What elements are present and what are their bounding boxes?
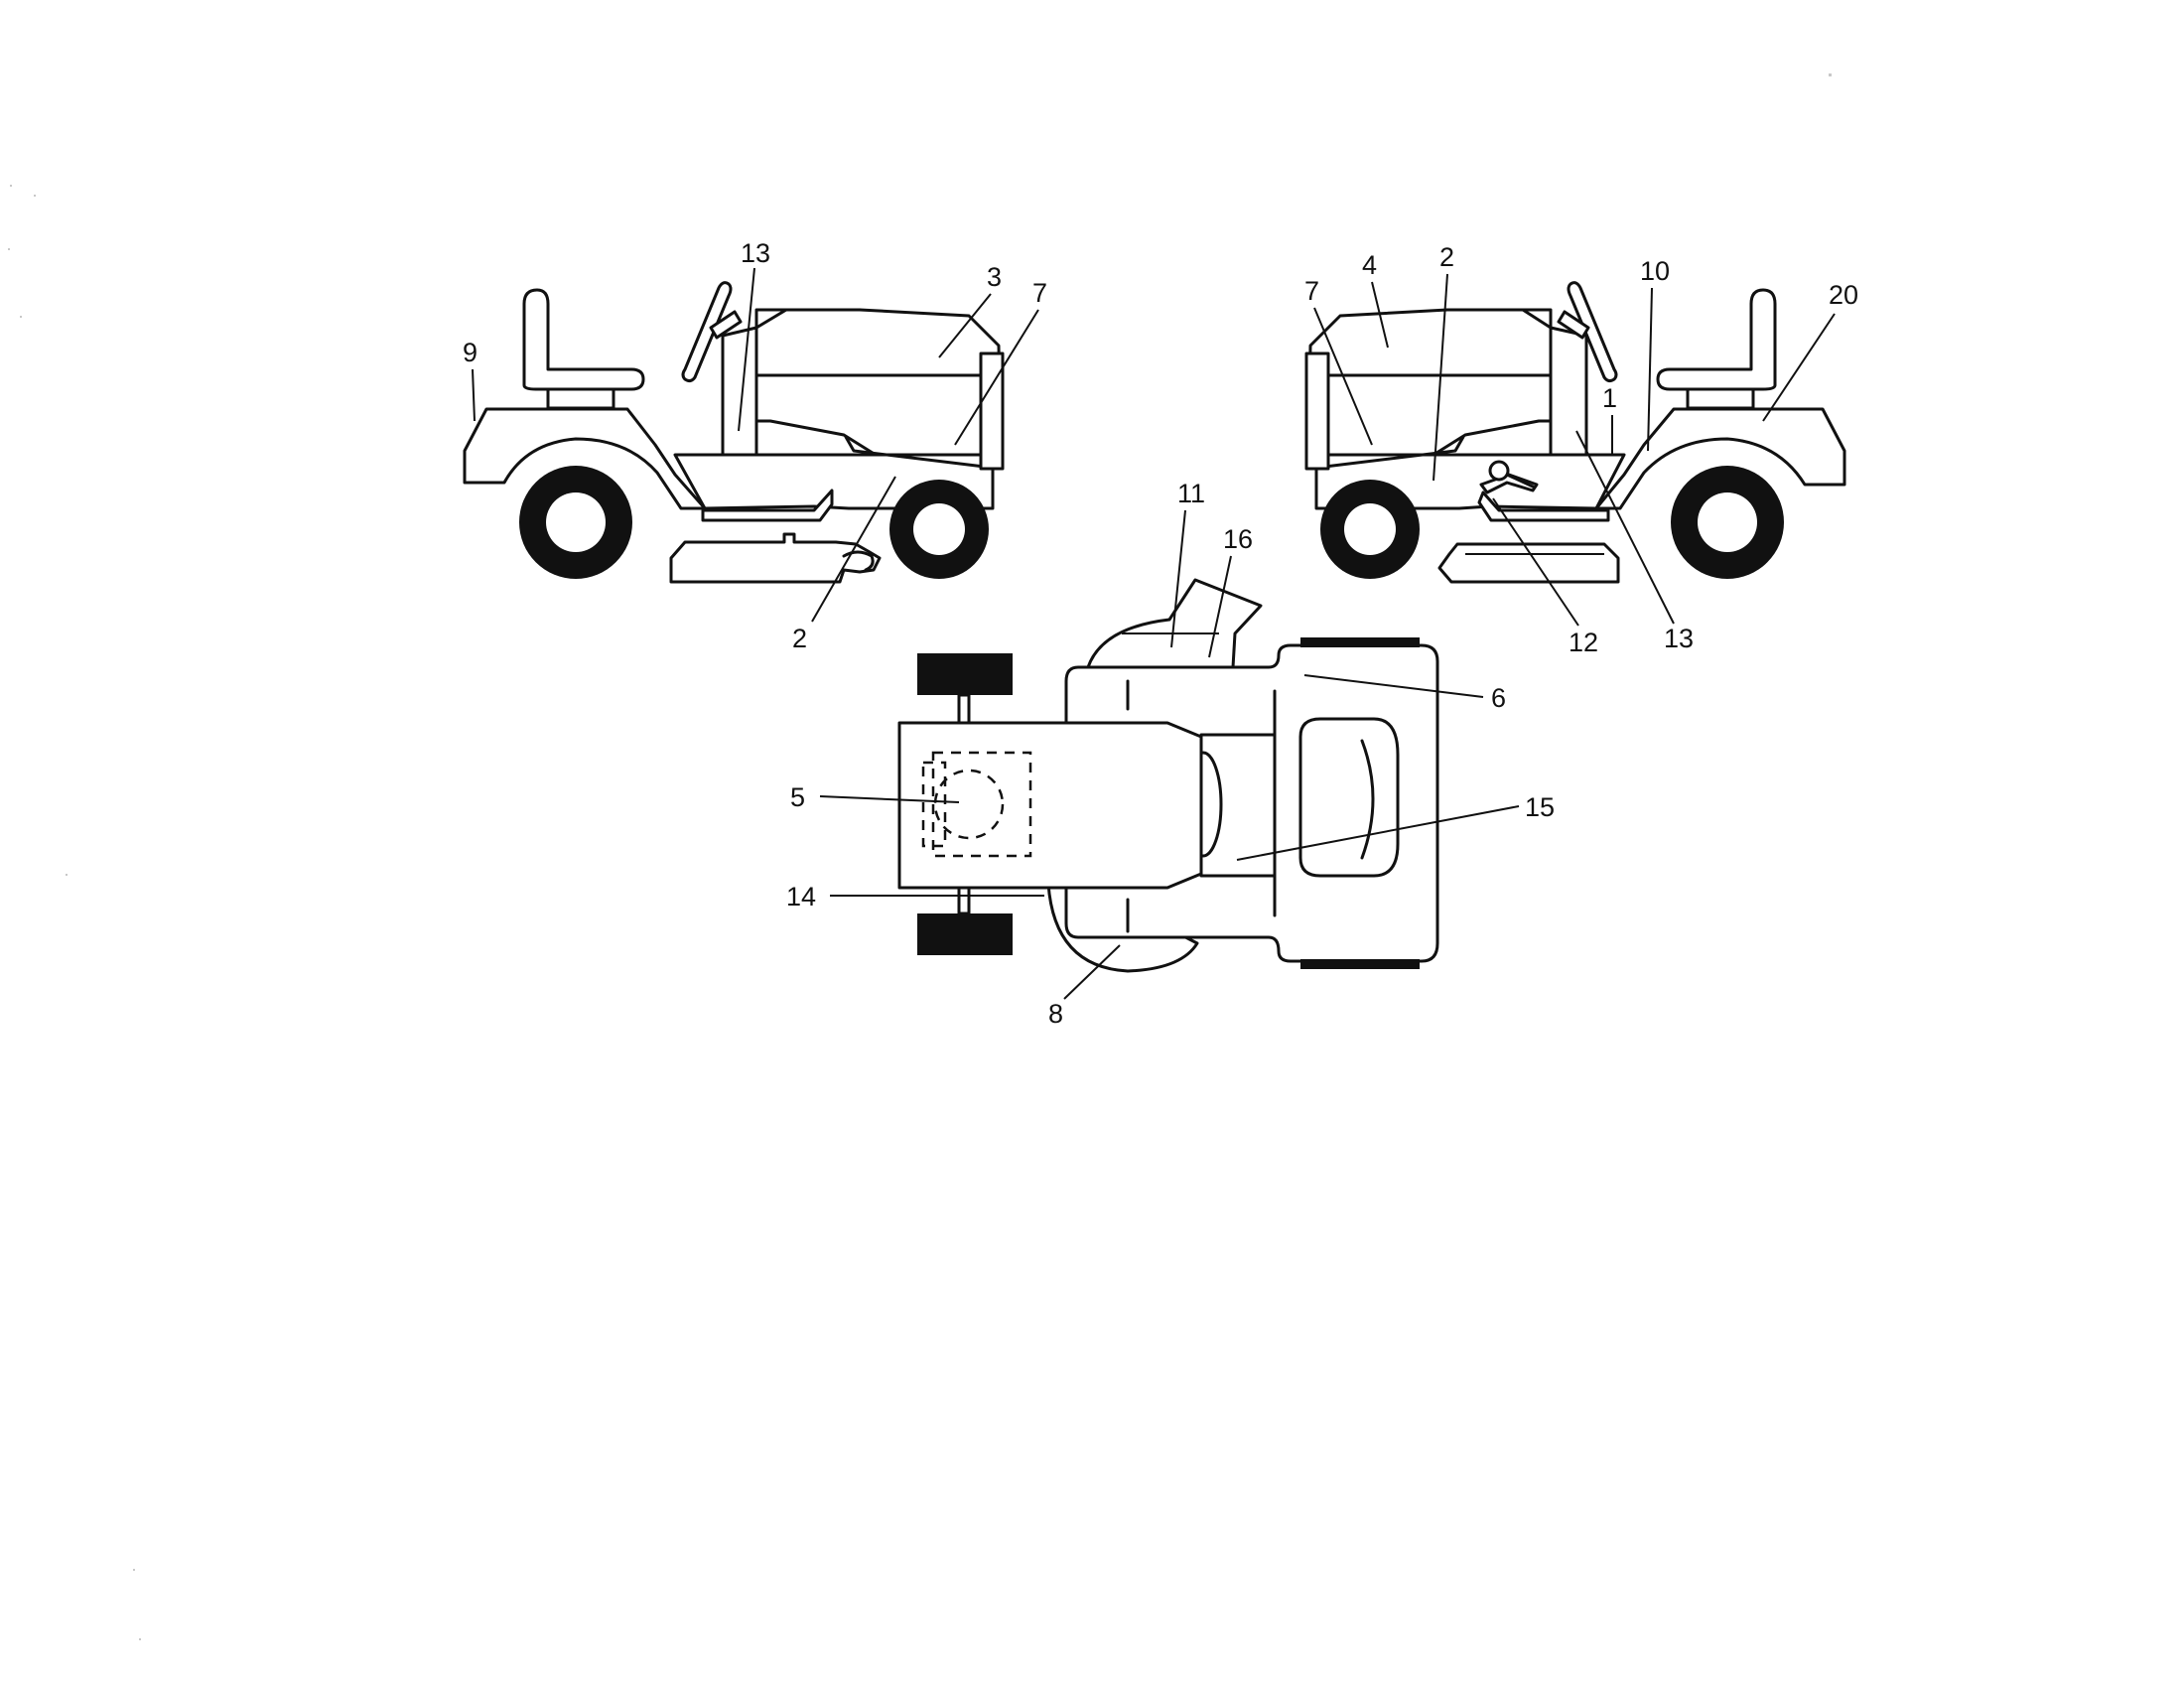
svg-text:8: 8 (1048, 999, 1063, 1029)
footrest (701, 489, 834, 522)
callout-14: 14 (786, 882, 1044, 912)
callout-20: 20 (1762, 280, 1858, 422)
mower-deck (669, 532, 882, 584)
svg-text:13: 13 (1664, 624, 1694, 653)
callout-6: 6 (1303, 674, 1506, 713)
callout-2: 2 (1433, 242, 1454, 482)
front-wheel (889, 480, 989, 579)
front-wheel-top (917, 653, 1013, 727)
lift-lever (1479, 460, 1539, 494)
callout-4: 4 (1362, 250, 1389, 349)
rear-fender (1594, 407, 1846, 510)
svg-text:20: 20 (1829, 280, 1858, 310)
svg-text:15: 15 (1525, 792, 1555, 822)
svg-text:16: 16 (1223, 524, 1253, 554)
callout-1: 1 (1602, 383, 1617, 455)
rear-wheel (1671, 466, 1784, 579)
seat-top (1298, 717, 1400, 878)
scan-specks (8, 73, 1832, 1640)
svg-text:9: 9 (463, 338, 478, 367)
svg-text:7: 7 (1304, 276, 1319, 306)
steering-wheel (681, 281, 743, 383)
svg-text:6: 6 (1491, 683, 1506, 713)
callout-13: 13 (738, 238, 770, 432)
seat (522, 288, 645, 410)
callout-12: 12 (1492, 497, 1598, 657)
svg-text:7: 7 (1032, 278, 1047, 308)
callout-10: 10 (1640, 256, 1670, 452)
grille (979, 351, 1005, 471)
svg-text:10: 10 (1640, 256, 1670, 286)
hood (754, 308, 1003, 457)
svg-text:13: 13 (741, 238, 770, 268)
top-view: 11 16 6 5 15 14 8 (786, 479, 1555, 1029)
rear-tire-top (1300, 637, 1420, 647)
callout-3: 3 (938, 262, 1002, 358)
svg-text:14: 14 (786, 882, 816, 912)
svg-text:2: 2 (792, 624, 807, 653)
callout-8: 8 (1048, 944, 1121, 1029)
callout-5: 5 (790, 782, 960, 812)
rear-fender (463, 407, 707, 510)
callout-7: 7 (954, 278, 1047, 446)
svg-text:3: 3 (987, 262, 1002, 292)
svg-text:2: 2 (1439, 242, 1454, 272)
rear-tire-bottom (1300, 959, 1420, 969)
footrest (1477, 491, 1610, 522)
front-wheel (1320, 480, 1420, 579)
svg-text:5: 5 (790, 782, 805, 812)
grille (1304, 351, 1330, 471)
mower-deck (1437, 542, 1620, 584)
left-side-view: 13 3 7 9 2 (463, 238, 1047, 653)
seat (1656, 288, 1777, 410)
callout-15: 15 (1236, 792, 1555, 861)
callout-16: 16 (1208, 524, 1253, 658)
engine-outline (931, 751, 1032, 858)
steering-wheel (1557, 281, 1618, 383)
callout-11: 11 (1170, 479, 1205, 648)
callout-2: 2 (792, 476, 896, 653)
svg-text:1: 1 (1602, 383, 1617, 413)
hood-top (897, 721, 1203, 890)
rear-wheel (519, 466, 632, 579)
svg-text:11: 11 (1177, 479, 1205, 508)
front-wheel-bottom (917, 882, 1013, 955)
right-side-view: 4 2 7 10 20 1 12 13 (1304, 242, 1858, 657)
svg-text:4: 4 (1362, 250, 1377, 280)
callout-9: 9 (463, 338, 478, 422)
callout-7: 7 (1304, 276, 1373, 446)
callout-13: 13 (1575, 430, 1694, 653)
svg-text:12: 12 (1569, 628, 1598, 657)
